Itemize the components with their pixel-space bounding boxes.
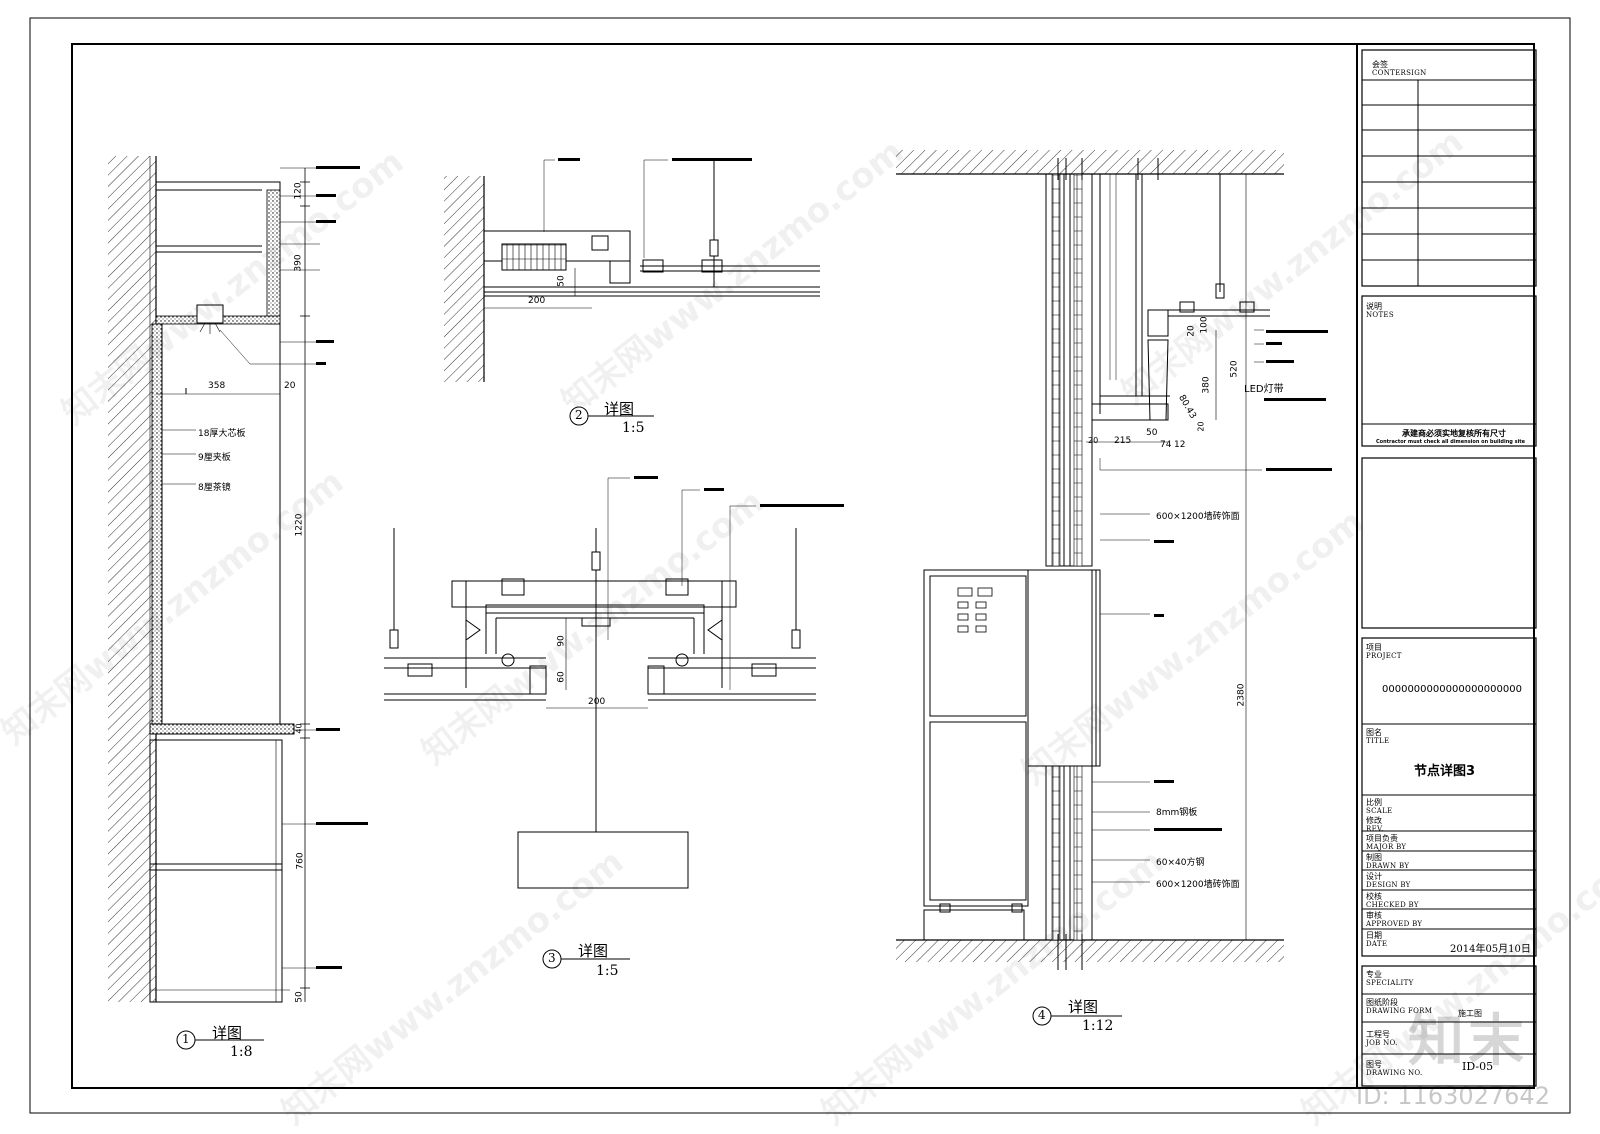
d1-dim: 40: [294, 723, 304, 734]
d4-dim: 50: [1146, 428, 1158, 438]
d2-dim: 50: [556, 275, 567, 287]
d4-label: 600×1200墙砖饰面: [1156, 880, 1240, 890]
d1-dim: 358: [208, 381, 226, 391]
d4-dim: 12: [1174, 440, 1186, 450]
d4-dim: 20: [1196, 421, 1206, 432]
drawing-form-value: 施工图: [1458, 1009, 1482, 1018]
detail-3-drawing: [384, 476, 844, 969]
detail-4-drawing: [896, 150, 1332, 1026]
detail-1-scale: 1:8: [230, 1044, 253, 1060]
d4-dim: 215: [1114, 436, 1132, 446]
inner-frame: [71, 43, 1535, 1089]
wall-hatch-1: [108, 156, 156, 1002]
watermark-brand-logo: 知末: [1408, 1009, 1528, 1074]
d4-dim: 380: [1201, 376, 1212, 394]
d4-label: LED灯带: [1244, 384, 1284, 395]
detail-1-title: 详图: [212, 1024, 243, 1042]
d4-label: 60×40方钢: [1156, 858, 1205, 868]
detail-1-number: 1: [182, 1032, 190, 1046]
d4-dim: 520: [1229, 360, 1240, 378]
mirror-panel: [151, 323, 163, 725]
lower-cabinet: [149, 739, 283, 1003]
d1-dim: 50: [294, 991, 305, 1003]
d4-dim: 20: [1088, 436, 1099, 445]
detail-4-number: 4: [1038, 1008, 1046, 1022]
d4-dim: 74: [1160, 440, 1172, 450]
ceiling-slab: [896, 150, 1284, 174]
detail-3-number: 3: [548, 951, 556, 965]
d4-label: 8mm钢板: [1156, 808, 1198, 818]
detail-2-scale: 1:5: [622, 420, 645, 436]
wall-hatch-2: [444, 176, 484, 382]
drawing-no-value: ID-05: [1462, 1060, 1494, 1073]
project-value: 0000000000000000000000: [1382, 684, 1522, 695]
d1-label: 18厚大芯板: [198, 429, 246, 439]
equipment-cabinet: [923, 569, 1029, 907]
detail-2-number: 2: [575, 408, 583, 422]
detail-3-title: 详图: [578, 942, 609, 960]
d4-label: 600×1200墙砖饰面: [1156, 512, 1240, 522]
detail-4-scale: 1:12: [1082, 1018, 1114, 1034]
d4-dim: 2380: [1236, 683, 1247, 707]
detail-3-scale: 1:5: [596, 963, 619, 979]
detail-4-title: 详图: [1068, 998, 1099, 1016]
contractor-note-en: Contractor must check all dimension on b…: [1376, 439, 1526, 445]
detail-2-drawing: [444, 158, 820, 426]
watermark-id: ID: 1163027642: [1356, 1082, 1550, 1110]
d1-dim: 20: [284, 381, 296, 391]
title-value: 节点详图3: [1414, 764, 1476, 779]
detail-2-title: 详图: [604, 400, 635, 418]
detail-1-drawing: [108, 156, 368, 1003]
d1-dim: 760: [295, 852, 306, 870]
d2-dim: 200: [528, 296, 546, 306]
pendant-lamp: [517, 831, 689, 889]
d1-label: 9厘夹板: [198, 453, 231, 463]
counter-top: [149, 723, 295, 735]
d1-label: 8厘茶镜: [198, 483, 231, 493]
title-block: [1361, 49, 1537, 1087]
floor-slab: [896, 940, 1284, 962]
d3-dim: 200: [588, 697, 606, 707]
date-value: 2014年05月10日: [1450, 944, 1531, 955]
outer-frame: [29, 17, 1571, 1114]
contractor-note-cn: 承建商必须实地复核所有尺寸: [1402, 429, 1506, 438]
